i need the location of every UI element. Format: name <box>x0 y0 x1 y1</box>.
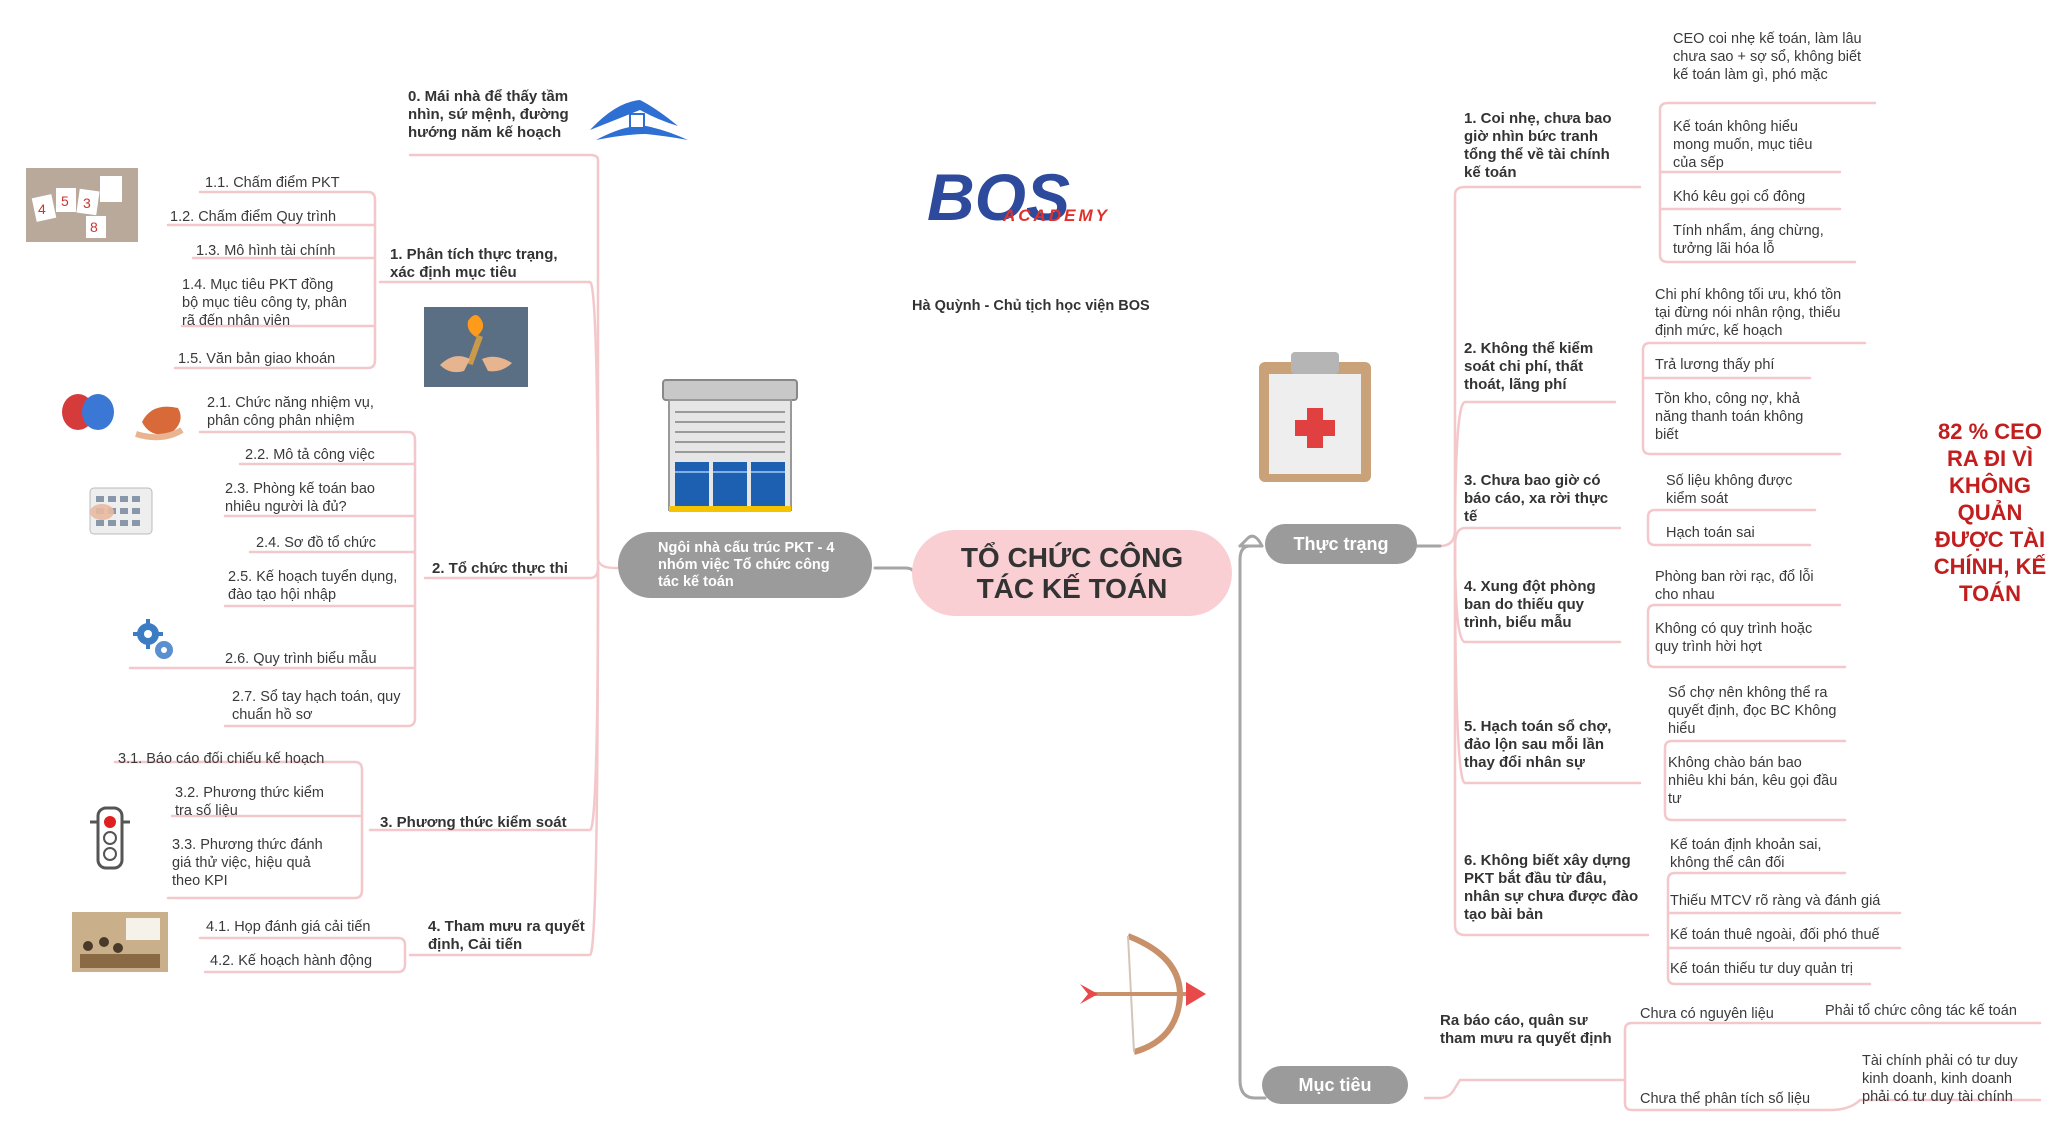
bos-logo: BOS ACADEMY <box>925 160 1165 238</box>
house-structure-label: Ngôi nhà cấu trúc PKT - 4 nhóm việc Tổ c… <box>658 539 835 590</box>
left-g1-item-2: 1.2. Chấm điểm Quy trình <box>170 209 337 225</box>
muc-tieu-item-a-sub: Phải tổ chức công tác kế toán <box>1825 1003 2017 1019</box>
left-group-4-title: 4. Tham mưu ra quyết định, Cải tiến <box>428 918 585 953</box>
muc-tieu-label: Mục tiêu <box>1298 1074 1372 1095</box>
muc-tieu-node[interactable]: Mục tiêu <box>1262 1066 1408 1104</box>
house-structure-node[interactable]: Ngôi nhà cấu trúc PKT - 4 nhóm việc Tổ c… <box>618 532 872 598</box>
house-roof-icon <box>586 96 692 153</box>
center-topic-label: TỔ CHỨC CÔNG TÁC KẾ TOÁN <box>960 542 1184 604</box>
muc-tieu-item-b: Chưa thể phân tích số liệu <box>1640 1091 1811 1107</box>
left-g2-item-7: 2.7. Sổ tay hạch toán, quy chuẩn hồ sơ <box>232 689 401 723</box>
right-g1-item-3: Khó kêu gọi cổ đông <box>1673 189 1806 205</box>
bow-arrow-icon <box>1078 930 1208 1063</box>
muc-tieu-item-b-sub: Tài chính phải có tư duy kinh doanh, kin… <box>1862 1053 2018 1105</box>
torch-icon <box>424 307 528 392</box>
right-g6-item-2: Thiếu MTCV rõ ràng và đánh giá <box>1670 893 1881 909</box>
right-g5-item-2: Không chào bán bao nhiêu khi bán, kêu gọ… <box>1668 755 1838 807</box>
calculator-icon <box>86 482 156 543</box>
svg-text:5: 5 <box>61 193 69 209</box>
left-g3-item-3: 3.3. Phương thức đánh giá thử việc, hiệu… <box>172 837 323 889</box>
left-g2-item-1: 2.1. Chức năng nhiệm vụ, phân công phân … <box>207 395 374 429</box>
right-group-5-title: 5. Hạch toán sổ chợ, đảo lộn sau mỗi lần… <box>1464 718 1612 771</box>
right-g2-item-3: Tồn kho, công nợ, khả năng thanh toán kh… <box>1655 391 1804 443</box>
right-g6-item-3: Kế toán thuê ngoài, đối phó thuế <box>1670 927 1880 943</box>
right-g1-item-1: CEO coi nhẹ kế toán, làm lâu chưa sao + … <box>1673 31 1862 83</box>
thuc-trang-label: Thực trạng <box>1293 533 1389 554</box>
right-group-6-title: 6. Không biết xây dựng PKT bắt đầu từ đâ… <box>1464 852 1639 923</box>
right-g1-item-2: Kế toán không hiểu mong muốn, mục tiêu c… <box>1673 119 1813 171</box>
muc-tieu-title: Ra báo cáo, quân sư tham mưu ra quyết đị… <box>1440 1012 1612 1047</box>
left-group-0-title: 0. Mái nhà để thấy tầm nhìn, sứ mệnh, đư… <box>408 88 569 141</box>
svg-text:3: 3 <box>83 195 91 211</box>
left-g3-item-2: 3.2. Phương thức kiểm tra số liệu <box>175 785 325 819</box>
meeting-icon <box>72 912 168 977</box>
right-g2-item-1: Chi phí không tối ưu, khó tồn tại đừng n… <box>1655 287 1842 339</box>
clipboard-icon <box>1255 350 1375 491</box>
cards-icon: 4 5 3 8 <box>26 168 138 247</box>
center-topic[interactable]: TỔ CHỨC CÔNG TÁC KẾ TOÁN <box>912 530 1232 616</box>
svg-text:8: 8 <box>90 219 98 235</box>
thuc-trang-node[interactable]: Thực trạng <box>1265 524 1417 564</box>
left-g2-item-2: 2.2. Mô tả công việc <box>245 447 375 463</box>
right-g1-item-4: Tính nhẩm, áng chừng, tưởng lãi hóa lỗ <box>1673 223 1824 257</box>
gears-icon <box>132 618 178 669</box>
building-icon <box>655 368 805 523</box>
right-g6-item-1: Kế toán định khoản sai, không thể cân đố… <box>1670 837 1822 871</box>
right-g5-item-1: Sổ chợ nên không thể ra quyết định, đọc … <box>1668 685 1837 737</box>
right-g4-item-1: Phòng ban rời rạc, đổ lỗi cho nhau <box>1655 569 1814 603</box>
left-g4-item-2: 4.2. Kế hoạch hành động <box>210 953 373 969</box>
traffic-light-icon <box>88 804 132 879</box>
left-group-1-title: 1. Phân tích thực trạng, xác định mục ti… <box>390 246 558 281</box>
left-g2-item-6: 2.6. Quy trình biểu mẫu <box>225 651 377 667</box>
right-g2-item-2: Trả lương thấy phí <box>1655 357 1775 373</box>
right-group-2-title: 2. Không thể kiểm soát chi phí, thất tho… <box>1464 340 1594 393</box>
right-group-1-title: 1. Coi nhẹ, chưa bao giờ nhìn bức tranh … <box>1464 110 1612 181</box>
left-g1-item-5: 1.5. Văn bản giao khoán <box>178 351 336 367</box>
left-g1-item-3: 1.3. Mô hình tài chính <box>196 243 336 259</box>
ceo-stat-text: 82 % CEO RA ĐI VÌ KHÔNG QUẢN ĐƯỢC TÀI CH… <box>1933 419 2047 606</box>
left-g1-item-1: 1.1. Chấm điểm PKT <box>205 175 340 191</box>
logo-caption: Hà Quỳnh - Chủ tịch học viện BOS <box>912 298 1150 314</box>
right-g3-item-2: Hạch toán sai <box>1666 525 1755 541</box>
right-g4-item-2: Không có quy trình hoặc quy trình hời hợ… <box>1655 621 1813 655</box>
muc-tieu-item-a: Chưa có nguyên liệu <box>1640 1006 1774 1022</box>
right-g6-item-4: Kế toán thiếu tư duy quản trị <box>1670 961 1854 977</box>
logo-sub-text: ACADEMY <box>1003 206 1110 225</box>
left-group-3-title: 3. Phương thức kiểm soát <box>380 814 567 831</box>
logo-main-text: BOS <box>927 168 1070 234</box>
left-group-2-title: 2. Tổ chức thực thi <box>432 560 568 577</box>
right-group-4-title: 4. Xung đột phòng ban do thiếu quy trình… <box>1464 578 1596 631</box>
svg-text:4: 4 <box>38 201 46 217</box>
left-g3-item-1: 3.1. Báo cáo đối chiếu kế hoạch <box>118 751 325 767</box>
organs-icon <box>52 386 192 451</box>
left-g1-item-4: 1.4. Mục tiêu PKT đồng bộ mục tiêu công … <box>182 277 347 329</box>
left-g4-item-1: 4.1. Họp đánh giá cải tiến <box>206 919 371 935</box>
left-g2-item-3: 2.3. Phòng kế toán bao nhiêu người là đủ… <box>225 481 375 515</box>
left-g2-item-5: 2.5. Kế hoạch tuyển dụng, đào tạo hội nh… <box>228 569 398 603</box>
right-group-3-title: 3. Chưa bao giờ có báo cáo, xa rời thực … <box>1464 472 1609 525</box>
right-g3-item-1: Số liệu không được kiểm soát <box>1666 473 1793 507</box>
left-g2-item-4: 2.4. Sơ đồ tổ chức <box>256 535 376 551</box>
